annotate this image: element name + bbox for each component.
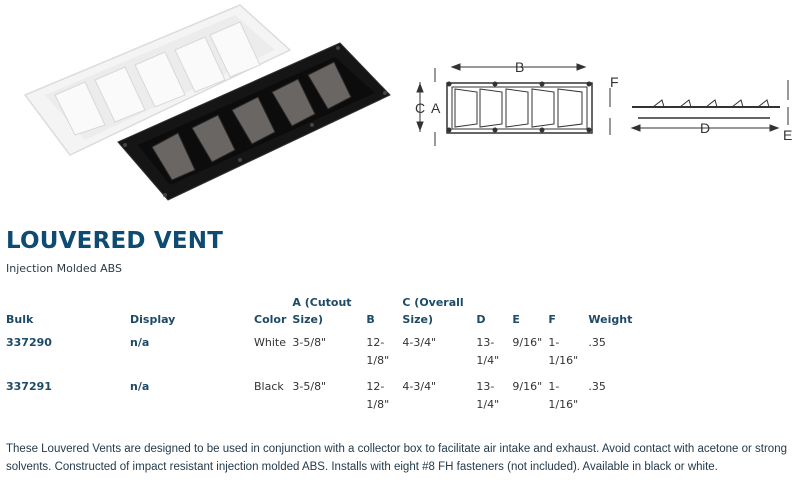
cell-color: Black xyxy=(254,380,284,393)
cell-display: n/a xyxy=(130,380,150,393)
black-vent-image xyxy=(117,42,391,201)
dim-label-b: B xyxy=(515,59,524,75)
dimension-diagram: B C A D F E xyxy=(415,59,792,146)
header-weight: Weight xyxy=(588,313,633,326)
header-a: A (Cutout Size) xyxy=(292,296,352,326)
cell-weight: .35 xyxy=(588,336,606,349)
header-b: B xyxy=(366,313,375,326)
cell-weight: .35 xyxy=(588,380,606,393)
cell-b: 12-1/8" xyxy=(366,336,390,367)
cell-d: 13-1/4" xyxy=(476,336,500,367)
cell-f: 1-1/16" xyxy=(548,336,579,367)
spec-table: Bulk Display Color A (Cutout Size) B C (… xyxy=(3,294,641,422)
header-d: D xyxy=(476,313,486,326)
cell-d: 13-1/4" xyxy=(476,380,500,411)
cell-display: n/a xyxy=(130,336,150,349)
dim-label-e: E xyxy=(783,127,792,143)
header-f: F xyxy=(548,313,556,326)
cell-bulk: 337290 xyxy=(6,336,52,349)
product-photo xyxy=(23,4,391,201)
page-title: LOUVERED VENT xyxy=(6,228,224,254)
dim-label-c: C xyxy=(415,100,425,116)
cell-color: White xyxy=(254,336,286,349)
header-bulk: Bulk xyxy=(6,313,34,326)
product-description: These Louvered Vents are designed to be … xyxy=(6,443,787,473)
cell-e: 9/16" xyxy=(512,336,543,349)
table-row: 337290 n/a White 3-5/8" 12-1/8" 4-3/4" 1… xyxy=(3,334,641,378)
cell-bulk: 337291 xyxy=(6,380,52,393)
cell-c: 4-3/4" xyxy=(402,380,437,393)
cell-e: 9/16" xyxy=(512,380,543,393)
dim-label-a: A xyxy=(431,100,441,116)
dim-label-d: D xyxy=(700,120,710,136)
cell-a: 3-5/8" xyxy=(292,380,327,393)
cell-a: 3-5/8" xyxy=(292,336,327,349)
cell-f: 1-1/16" xyxy=(548,380,579,411)
header-display: Display xyxy=(130,313,176,326)
header-c: C (Overall Size) xyxy=(402,296,464,326)
cell-b: 12-1/8" xyxy=(366,380,390,411)
cell-c: 4-3/4" xyxy=(402,336,437,349)
dim-label-f: F xyxy=(610,74,619,90)
product-subtitle: Injection Molded ABS xyxy=(6,262,123,275)
header-color: Color xyxy=(254,313,287,326)
table-row: 337291 n/a Black 3-5/8" 12-1/8" 4-3/4" 1… xyxy=(3,378,641,422)
table-header-row: Bulk Display Color A (Cutout Size) B C (… xyxy=(3,294,641,334)
white-vent-image xyxy=(23,4,292,156)
header-e: E xyxy=(512,313,520,326)
